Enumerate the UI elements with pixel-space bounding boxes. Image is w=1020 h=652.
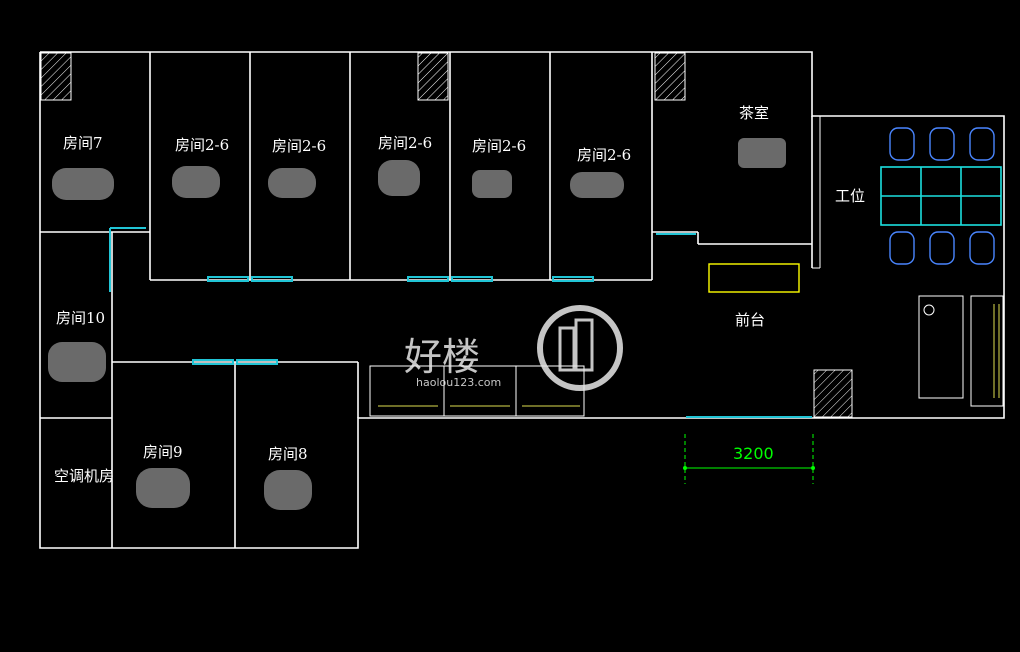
top-room-walls: [40, 52, 821, 548]
outer-walls: [39, 51, 1005, 549]
room-labels: 房间7 房间2-6 房间2-6 房间2-6 房间2-6 房间2-6 茶室 工位 …: [54, 104, 865, 485]
dimension-value: 3200: [733, 444, 774, 463]
label-room2-6-d: 房间2-6: [472, 137, 526, 155]
label-room7: 房间7: [63, 134, 103, 152]
label-room2-6-c: 房间2-6: [378, 134, 432, 152]
label-room8: 房间8: [268, 445, 308, 463]
label-room2-6-e: 房间2-6: [577, 146, 631, 164]
corridor-bench: [369, 365, 585, 417]
watermark-brand: 好楼: [404, 335, 480, 379]
label-room10: 房间10: [56, 309, 105, 327]
watermark-url: haolou123.com: [416, 376, 501, 389]
blurred-furniture: [48, 138, 786, 510]
label-tea-room: 茶室: [739, 104, 769, 122]
dimension-annotation: 3200: [683, 434, 815, 484]
label-reception: 前台: [735, 311, 765, 329]
label-room2-6-b: 房间2-6: [272, 137, 326, 155]
watermark-logo-icon: [537, 305, 623, 391]
watermark: 好楼 haolou123.com: [404, 305, 623, 391]
workstation-desks: [880, 166, 1002, 226]
label-room2-6-a: 房间2-6: [175, 136, 229, 154]
label-ac-room: 空调机房: [54, 467, 114, 485]
reception-desk: [708, 263, 800, 293]
label-workstation: 工位: [835, 187, 865, 205]
hatched-shafts: [40, 52, 853, 418]
pantry-fixtures: [918, 295, 1004, 407]
chairs: [889, 127, 995, 265]
doors: [109, 227, 812, 418]
label-room9: 房间9: [143, 443, 183, 461]
